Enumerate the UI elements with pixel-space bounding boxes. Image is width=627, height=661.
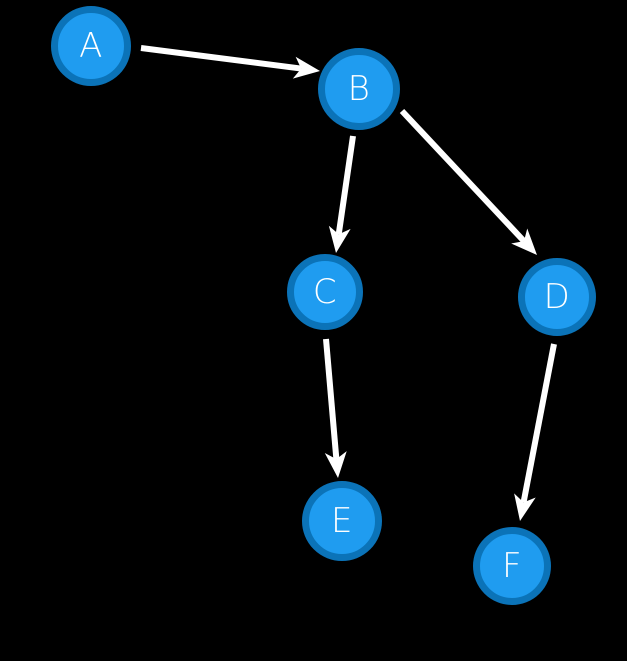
graph-node-label: A — [79, 26, 103, 66]
graph-edge-b-c — [328, 135, 356, 253]
edge-shaft — [323, 338, 340, 460]
graph-node-label: F — [501, 546, 523, 586]
graph-node-label: C — [312, 272, 338, 312]
edge-arrowhead — [292, 56, 320, 79]
graph-node-c[interactable]: C — [287, 254, 363, 330]
graph-node-a[interactable]: A — [51, 6, 131, 86]
graph-node-label: B — [347, 69, 371, 109]
graph-edge-d-f — [514, 343, 557, 521]
graph-edge-b-d — [399, 108, 537, 255]
edge-shaft — [335, 135, 356, 235]
graph-node-d[interactable]: D — [518, 258, 596, 336]
graph-node-e[interactable]: E — [302, 481, 382, 561]
graph-edge-c-e — [323, 338, 347, 478]
edge-shaft — [520, 343, 557, 503]
edge-shaft — [140, 45, 302, 72]
edge-arrowhead — [328, 225, 351, 253]
graph-node-label: D — [543, 277, 571, 317]
edge-arrowhead — [514, 493, 536, 521]
graph-node-b[interactable]: B — [318, 48, 400, 130]
graph-node-f[interactable]: F — [473, 527, 551, 605]
graph-edge-a-b — [140, 45, 320, 79]
graph-node-label: E — [331, 501, 353, 541]
edge-shaft — [399, 108, 527, 244]
edge-arrowhead — [511, 228, 537, 255]
edge-arrowhead — [324, 451, 347, 478]
